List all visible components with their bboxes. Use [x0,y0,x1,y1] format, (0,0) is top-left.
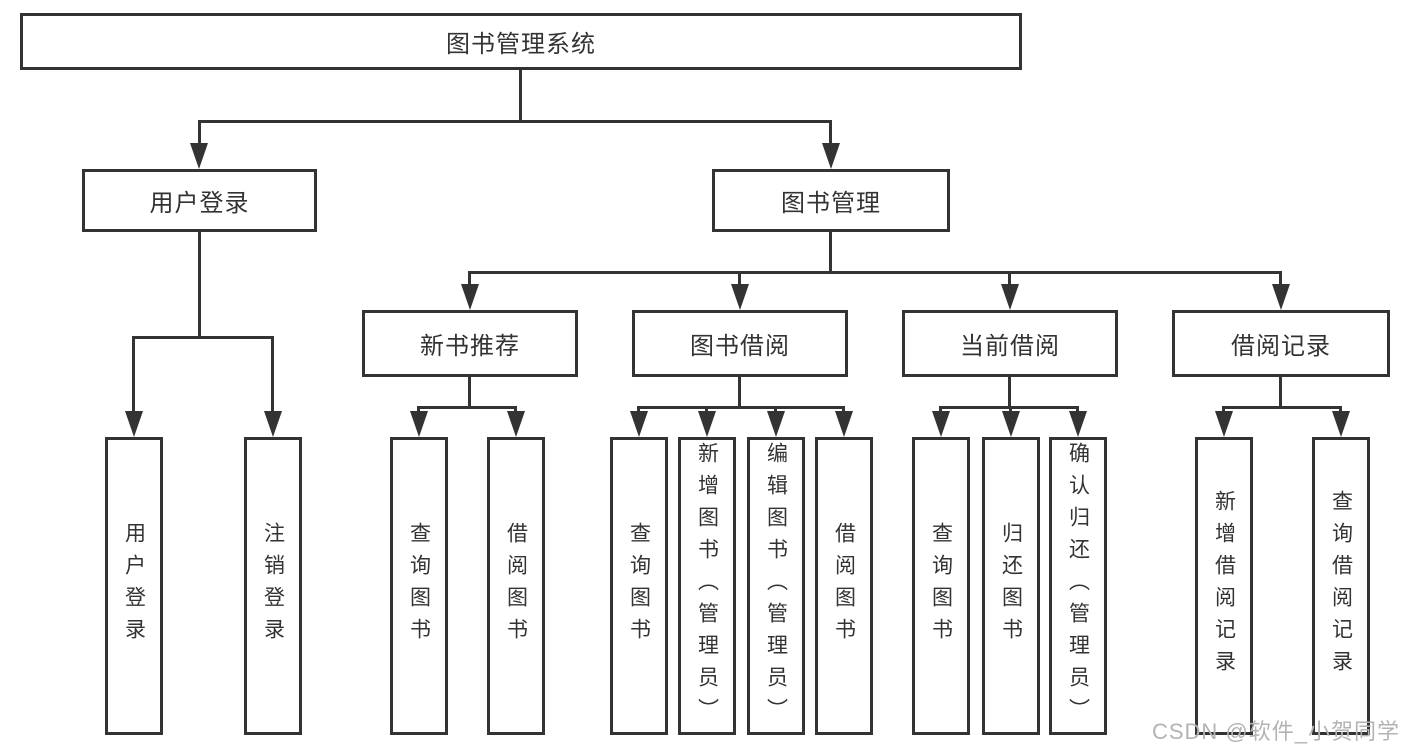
arrowhead-down-icon [507,411,525,437]
leaf-edit-book-admin: 编辑图书（管理员） [747,437,805,735]
connector-to-new-book-recommend [468,271,471,288]
node-system-root: 图书管理系统 [20,13,1022,70]
leaf-recommend-borrow-book: 借阅图书 [487,437,545,735]
connector-leaf-stub [1076,406,1079,415]
arrowhead-down-icon [1332,411,1350,437]
connector-leaf-stub [842,406,845,415]
connector-user-login-stem [198,232,201,339]
connector-user-login-branch [132,336,274,339]
connector-to-book-management [829,120,832,146]
leaf-add-borrow-record: 新增借阅记录 [1195,437,1253,735]
leaf-borrow-query-book: 查询图书 [610,437,668,735]
connector-borrow-stem [738,377,741,409]
arrowhead-down-icon [264,411,282,437]
connector-current-stem [1008,377,1011,409]
arrowhead-down-icon [1272,284,1290,310]
node-current-borrow: 当前借阅 [902,310,1118,377]
arrowhead-down-icon [190,143,208,169]
leaf-borrow-book: 借阅图书 [815,437,873,735]
connector-leaf-stub [1339,406,1342,415]
connector-book-mgmt-stem [829,232,832,274]
connector-to-user-login [198,120,201,146]
connector-borrow-branch [637,406,845,409]
connector-to-book-borrow [738,271,741,288]
connector-book-mgmt-branch [468,271,1281,274]
connector-record-branch [1222,406,1342,409]
node-new-book-recommend: 新书推荐 [362,310,578,377]
leaf-recommend-query-book: 查询图书 [390,437,448,735]
connector-to-leaf-logout [271,336,274,414]
node-book-management: 图书管理 [712,169,950,232]
connector-leaf-stub [774,406,777,415]
arrowhead-down-icon [932,411,950,437]
arrowhead-down-icon [835,411,853,437]
connector-leaf-stub [637,406,640,415]
csdn-watermark: CSDN @软件_小贺同学 [1151,719,1400,744]
connector-to-current-borrow [1008,271,1011,288]
arrowhead-down-icon [767,411,785,437]
arrowhead-down-icon [1069,411,1087,437]
arrowhead-down-icon [1002,411,1020,437]
connector-leaf-stub [1222,406,1225,415]
leaf-logout: 注销登录 [244,437,302,735]
leaf-return-book: 归还图书 [982,437,1040,735]
connector-leaf-stub [705,406,708,415]
leaf-add-book-admin: 新增图书（管理员） [678,437,736,735]
arrowhead-down-icon [461,284,479,310]
arrowhead-down-icon [125,411,143,437]
connector-root-branch [198,120,832,123]
connector-recommend-branch [417,406,517,409]
leaf-confirm-return-admin: 确认归还（管理员） [1049,437,1107,735]
connector-leaf-stub [1009,406,1012,415]
leaf-user-login: 用户登录 [105,437,163,735]
arrowhead-down-icon [698,411,716,437]
arrowhead-down-icon [822,143,840,169]
arrowhead-down-icon [630,411,648,437]
node-book-borrow: 图书借阅 [632,310,848,377]
leaf-query-borrow-record: 查询借阅记录 [1312,437,1370,735]
leaf-current-query-book: 查询图书 [912,437,970,735]
connector-leaf-stub [417,406,420,415]
arrowhead-down-icon [1001,284,1019,310]
connector-to-leaf-user-login [132,336,135,414]
connector-leaf-stub [514,406,517,415]
arrowhead-down-icon [1215,411,1233,437]
arrowhead-down-icon [410,411,428,437]
connector-leaf-stub [939,406,942,415]
connector-to-borrow-record [1279,271,1282,288]
node-borrow-record: 借阅记录 [1172,310,1390,377]
connector-root-stem [519,70,522,122]
connector-record-stem [1279,377,1282,409]
arrowhead-down-icon [731,284,749,310]
connector-recommend-stem [468,377,471,409]
node-user-login: 用户登录 [82,169,317,232]
